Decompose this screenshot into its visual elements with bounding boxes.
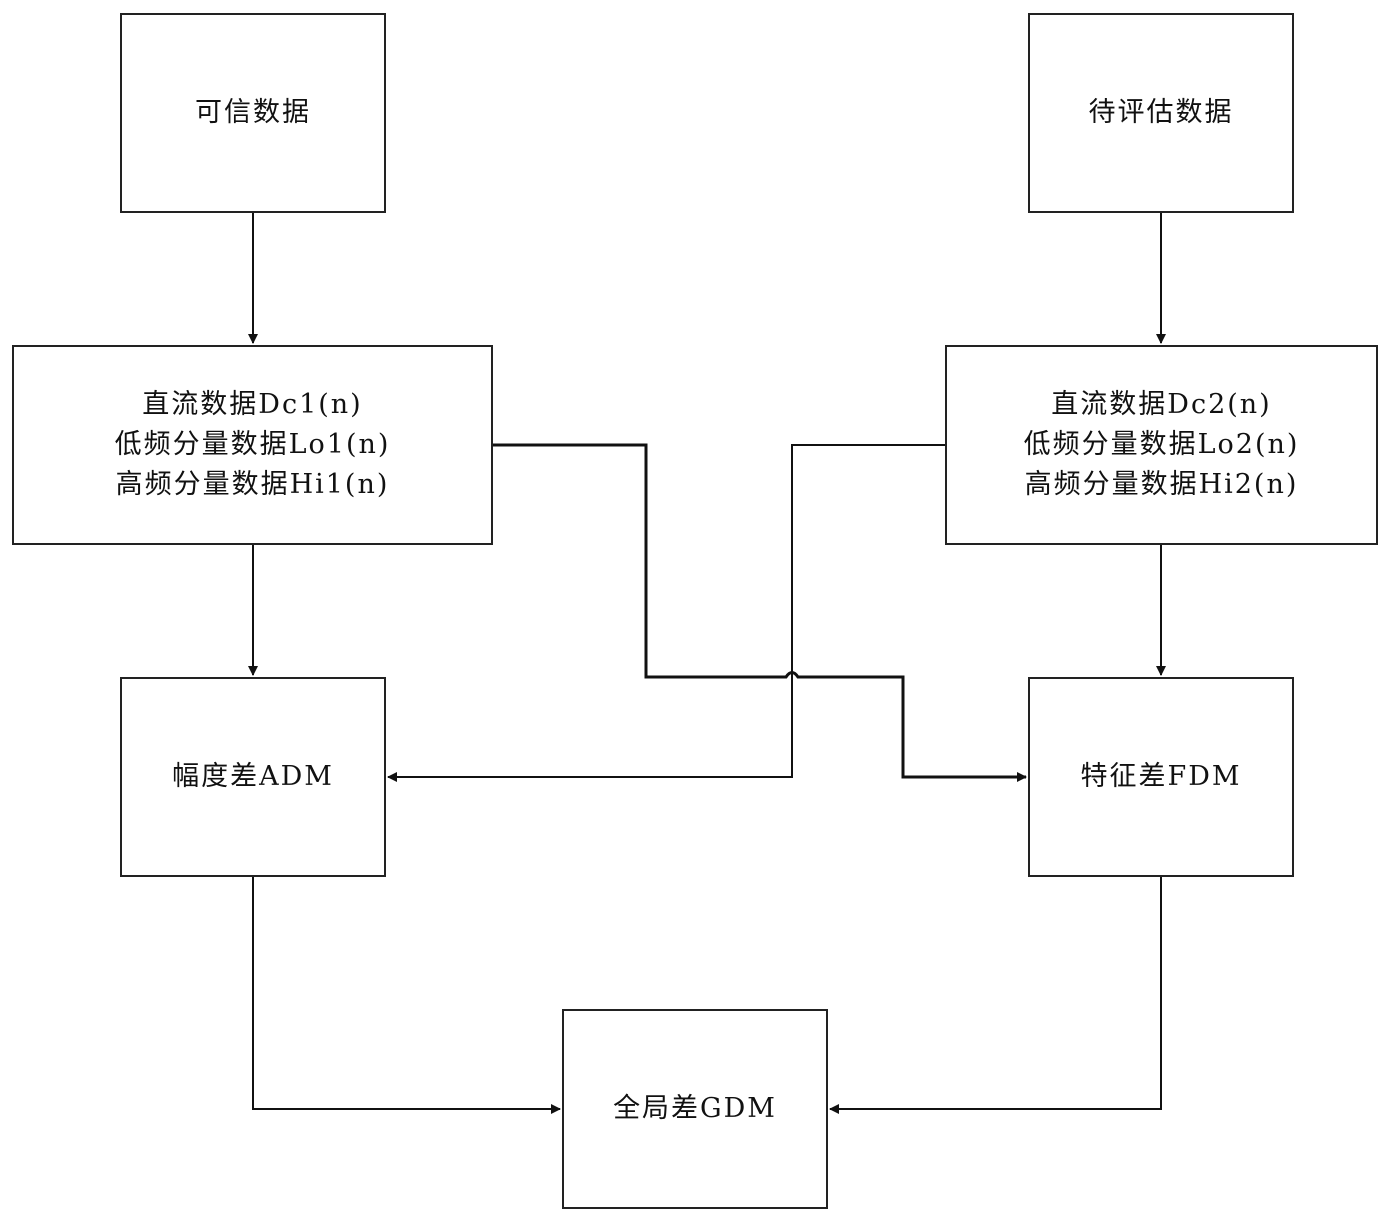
node-label: 可信数据 [195, 97, 311, 128]
trusted-data-node: 可信数据 [120, 13, 386, 213]
feature-difference-node: 特征差FDM [1028, 677, 1294, 877]
low-frequency-label: 低频分量数据Lo2(n) [1023, 429, 1300, 460]
dc-component-label: 直流数据Dc1(n) [142, 389, 363, 420]
node-label: 全局差GDM [613, 1093, 777, 1124]
global-difference-node: 全局差GDM [562, 1009, 828, 1209]
data-to-evaluate-node: 待评估数据 [1028, 13, 1294, 213]
edge-adm-to-gdm [252, 877, 561, 1114]
edge-fdm-to-gdm [829, 877, 1162, 1114]
node-label: 特征差FDM [1080, 761, 1242, 792]
dc-component-label: 直流数据Dc2(n) [1051, 389, 1272, 420]
node-label: 幅度差ADM [172, 761, 334, 792]
decomposition-1-node: 直流数据Dc1(n) 低频分量数据Lo1(n) 高频分量数据Hi1(n) [12, 345, 493, 545]
edge-decomp2-to-adm [387, 444, 945, 782]
high-frequency-label: 高频分量数据Hi2(n) [1024, 469, 1299, 500]
amplitude-difference-node: 幅度差ADM [120, 677, 386, 877]
decomposition-2-node: 直流数据Dc2(n) 低频分量数据Lo2(n) 高频分量数据Hi2(n) [945, 345, 1378, 545]
low-frequency-label: 低频分量数据Lo1(n) [114, 429, 391, 460]
high-frequency-label: 高频分量数据Hi1(n) [115, 469, 390, 500]
node-label: 待评估数据 [1088, 97, 1234, 128]
